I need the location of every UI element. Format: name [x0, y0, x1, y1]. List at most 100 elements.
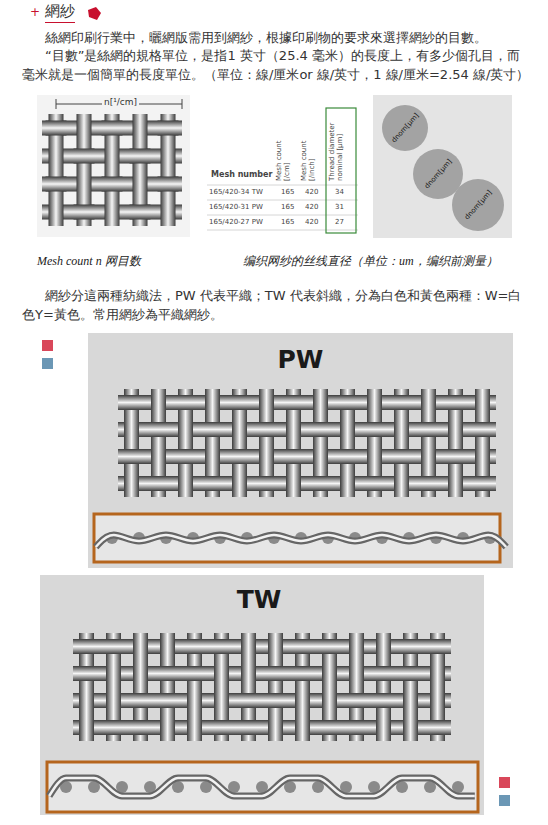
thread [211, 720, 232, 735]
heading: 網紗 [45, 2, 75, 23]
thread [102, 177, 123, 192]
table-cell: 165 [281, 218, 294, 226]
thread [310, 422, 331, 437]
thread [42, 121, 182, 136]
thread [73, 693, 451, 708]
thread [175, 449, 196, 464]
deco-square [42, 358, 53, 369]
thread-wave [96, 535, 506, 547]
thread [46, 121, 67, 136]
thread [400, 666, 421, 681]
thread [160, 633, 175, 741]
table-cell: 31 [335, 203, 344, 211]
table-header: Mesh number [211, 170, 272, 180]
thread-circle: dnom[µm] [381, 104, 429, 152]
thread [319, 639, 340, 654]
weave-figure [42, 114, 182, 226]
thread [148, 476, 169, 491]
thread-circle: dnom[µm] [451, 178, 505, 232]
table-cell: 165 [281, 188, 294, 196]
panel-title: TW [34, 575, 484, 614]
thread [46, 177, 67, 192]
thread-disc [413, 149, 463, 199]
thread [472, 422, 493, 437]
dimension-tick [182, 99, 183, 109]
highlight-box [326, 108, 356, 233]
thread [130, 720, 151, 735]
thread [373, 693, 394, 708]
figure-caption: 编织网纱的丝线直径（单位：um，编织前测量） [243, 252, 498, 270]
thread [184, 639, 205, 654]
thread [76, 666, 97, 681]
thread [418, 476, 439, 491]
figure-ground [373, 95, 512, 238]
thread [121, 395, 142, 410]
thread [292, 666, 313, 681]
thread [157, 666, 178, 681]
heading-icon [88, 7, 101, 20]
thread [118, 476, 496, 491]
thread [74, 149, 95, 164]
thread [229, 395, 250, 410]
thread [158, 121, 179, 136]
figure-caption: Mesh count n 网目数 [37, 252, 141, 270]
thread [391, 395, 412, 410]
table-cell: 34 [335, 188, 344, 196]
dimension-label: n[¹/cm] [102, 97, 139, 108]
thread [103, 639, 124, 654]
thread [427, 720, 448, 735]
thread [283, 395, 304, 410]
thread [364, 476, 385, 491]
thread [130, 149, 151, 164]
thread-disc [382, 105, 428, 151]
thread [121, 449, 142, 464]
thread [364, 422, 385, 437]
thread [158, 177, 179, 192]
thread [184, 666, 205, 681]
weave-panel: PW [88, 333, 513, 568]
thread-highlight [49, 778, 475, 796]
table-cell: 27 [335, 218, 344, 226]
thread [265, 666, 286, 681]
thread [445, 449, 466, 464]
table-header: Mesh count [/cm] [276, 121, 291, 181]
table-cell: 165/420-31 PW [209, 203, 263, 211]
weave [73, 633, 451, 741]
thread [391, 449, 412, 464]
thread [337, 395, 358, 410]
thread [445, 395, 466, 410]
thread [427, 639, 448, 654]
paragraph: “目數”是絲網的規格單位，是指1 英寸（25.4 毫米）的長度上，有多少個孔目，… [22, 47, 532, 85]
dimension-tick [56, 99, 57, 109]
paragraph: 絲網印刷行業中，曬網版需用到網紗，根據印刷物的要求來選擇網紗的目數。 [45, 28, 535, 48]
thread [256, 422, 277, 437]
thread [373, 666, 394, 681]
thread [118, 395, 496, 410]
thread [268, 633, 283, 741]
thread [265, 693, 286, 708]
thread [283, 449, 304, 464]
thread [202, 476, 223, 491]
thread [472, 476, 493, 491]
paragraph: 網紗分這兩種紡織法，PW 代表平織；TW 代表斜織，分為白色和黃色兩種：W=白色… [22, 287, 532, 325]
thread [346, 720, 367, 735]
table-cell: 420 [305, 188, 318, 196]
thread [256, 476, 277, 491]
thread [310, 476, 331, 491]
thread [175, 395, 196, 410]
thread-disc [452, 179, 504, 231]
thread [292, 639, 313, 654]
thread [229, 449, 250, 464]
table-header: Thread diameter nominal [µm] [329, 117, 344, 181]
thread [73, 666, 451, 681]
thread [130, 205, 151, 220]
table-rules [207, 185, 358, 230]
thread [73, 720, 451, 735]
weave [118, 389, 496, 497]
thread [238, 693, 259, 708]
thread [319, 720, 340, 735]
thread [202, 422, 223, 437]
thread [130, 693, 151, 708]
thread [148, 422, 169, 437]
